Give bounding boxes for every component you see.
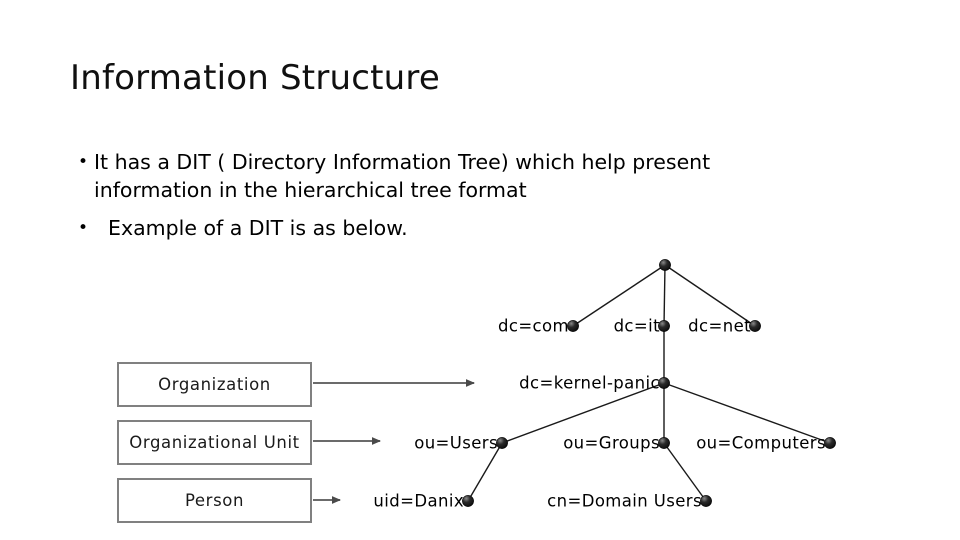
bullet-marker-icon: • bbox=[78, 152, 89, 172]
tree-node-label-ou-users: ou=Users bbox=[414, 433, 498, 453]
tree-node-dc-it[interactable] bbox=[658, 320, 670, 332]
tree-node-label-cn-domainusers: cn=Domain Users bbox=[547, 491, 702, 511]
bullet-text: Example of a DIT is as below. bbox=[108, 216, 408, 240]
tree-edge bbox=[663, 264, 666, 327]
page-title: Information Structure bbox=[70, 58, 440, 98]
tree-node-label-dc-com: dc=com bbox=[497, 316, 569, 336]
tree-node-ou-groups[interactable] bbox=[658, 437, 670, 449]
legend-box-label: Organization bbox=[158, 375, 271, 394]
tree-node-label-uid-danix: uid=Danix bbox=[373, 491, 464, 511]
bullet-item: • Example of a DIT is as below. bbox=[70, 214, 810, 242]
tree-node-label-dc-it: dc=it bbox=[613, 316, 660, 336]
tree-node-label-ou-computers: ou=Computers bbox=[696, 433, 826, 453]
tree-node-ou-computers[interactable] bbox=[824, 437, 836, 449]
legend-box-organization[interactable]: Organization bbox=[117, 362, 312, 407]
legend-box-organizational-unit[interactable]: Organizational Unit bbox=[117, 420, 312, 465]
tree-node-uid-danix[interactable] bbox=[462, 495, 474, 507]
bullet-item: • It has a DIT ( Directory Information T… bbox=[70, 148, 810, 204]
tree-node-label-dc-kernelpanic: dc=kernel-panic bbox=[519, 373, 660, 393]
tree-node-dc-kernelpanic[interactable] bbox=[658, 377, 670, 389]
legend-box-label: Person bbox=[184, 491, 245, 510]
tree-node-ou-users[interactable] bbox=[496, 437, 508, 449]
bullet-list: • It has a DIT ( Directory Information T… bbox=[70, 148, 810, 246]
tree-node-label-dc-net: dc=net bbox=[688, 316, 751, 336]
tree-node-cn-domainusers[interactable] bbox=[700, 495, 712, 507]
bullet-marker-icon: • bbox=[78, 218, 89, 238]
legend-box-person[interactable]: Person bbox=[117, 478, 312, 523]
legend-box-label: Organizational Unit bbox=[129, 433, 300, 452]
tree-node-dc-com[interactable] bbox=[567, 320, 579, 332]
tree-node-root[interactable] bbox=[659, 259, 671, 271]
tree-node-label-ou-groups: ou=Groups bbox=[563, 433, 660, 453]
bullet-text: It has a DIT ( Directory Information Tre… bbox=[94, 150, 711, 202]
